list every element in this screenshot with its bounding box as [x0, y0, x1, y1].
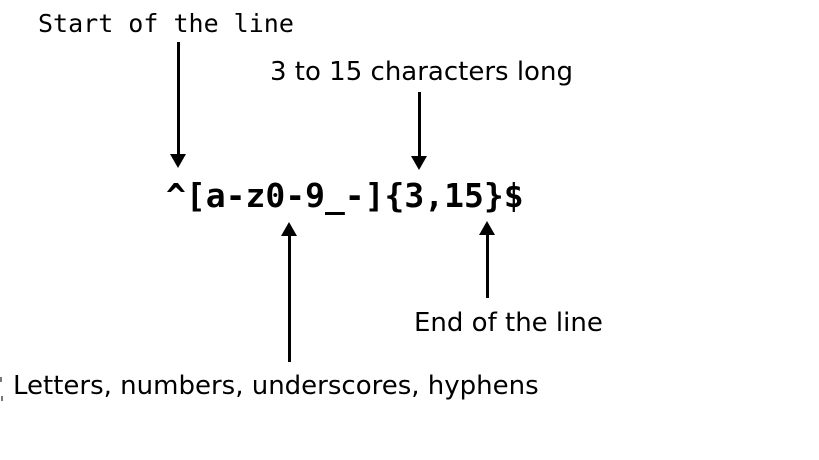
arrow-up-end-anchor-icon: [479, 221, 495, 298]
arrow-down-quantifier-icon: [411, 92, 427, 170]
arrow-shaft: [176, 42, 180, 155]
arrow-head: [170, 154, 186, 168]
end-anchor-label: End of the line: [414, 308, 603, 338]
arrow-head: [411, 156, 427, 170]
arrow-shaft: [485, 234, 489, 298]
start-anchor-label: Start of the line: [38, 9, 294, 38]
quantifier-label: 3 to 15 characters long: [270, 57, 573, 87]
left-edge-cropped-mark: [1, 396, 3, 401]
left-edge-cropped-mark: [0, 377, 2, 382]
arrow-head: [479, 221, 495, 235]
arrow-head: [281, 222, 297, 236]
arrow-shaft: [287, 235, 291, 362]
character-class-label: Letters, numbers, underscores, hyphens: [13, 371, 539, 401]
regex-pattern-text: ^[a-z0-9_-]{3,15}$: [166, 176, 524, 215]
arrow-shaft: [417, 92, 421, 157]
arrow-up-character-class-icon: [281, 222, 297, 362]
arrow-down-start-anchor-icon: [170, 42, 186, 168]
